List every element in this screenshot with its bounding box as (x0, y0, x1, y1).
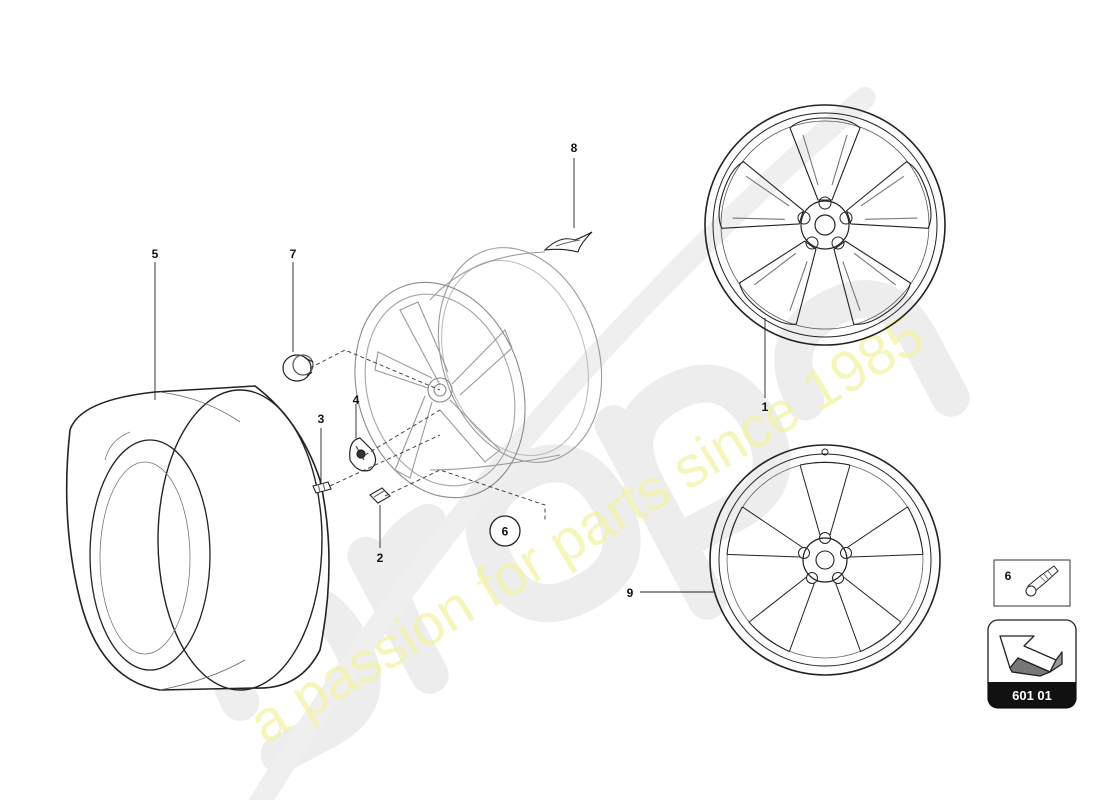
reference-code: 601 01 (1012, 688, 1052, 703)
tyre-illustration (65, 385, 330, 691)
valve-stem-illustration (369, 487, 391, 504)
valve-screw-illustration (312, 481, 332, 494)
callout-tpms-sensor: 4 (353, 393, 360, 407)
arrow-icon (999, 635, 1063, 677)
tpms-sensor-illustration (349, 437, 377, 472)
wheel-side-illustration (354, 247, 603, 499)
callout-emblem: 8 (571, 141, 578, 155)
wheel-front-illustration (704, 104, 946, 346)
leader-lines (154, 158, 766, 593)
assembly-guide-lines (309, 349, 546, 520)
callout-valve-stem: 2 (377, 551, 384, 565)
detail-box-label: 6 (1005, 569, 1012, 583)
callout-bolt-ring: 6 (489, 515, 521, 547)
reference-badge: 601 01 (987, 619, 1077, 709)
bolt-icon (1025, 565, 1059, 597)
callout-wheel-alt: 9 (627, 586, 634, 600)
callout-wheel-front: 1 (762, 400, 769, 414)
hub-cap-illustration (282, 354, 314, 382)
callout-tyre: 5 (152, 247, 159, 261)
callout-valve-screw: 3 (318, 412, 325, 426)
callout-hub-cap: 7 (290, 247, 297, 261)
wheel-alt-illustration (709, 444, 941, 676)
callout-bolt-ring-label: 6 (502, 525, 509, 539)
callouts: 1 2 3 4 5 6 7 8 9 (152, 141, 769, 600)
detail-box: 6 (993, 559, 1071, 607)
emblem-illustration (543, 231, 593, 253)
